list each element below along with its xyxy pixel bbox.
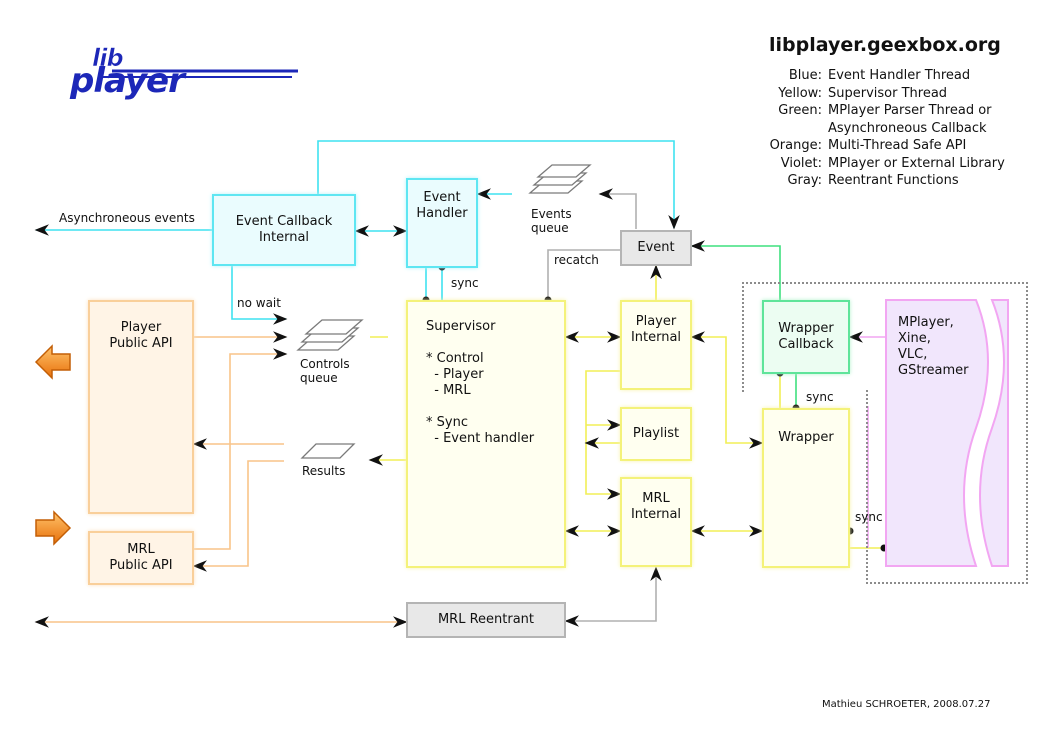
controls-queue-label: Controls queue: [300, 357, 350, 385]
legend-color-label: Orange:: [769, 138, 822, 153]
queue-label-line: queue: [300, 371, 338, 385]
legend-row: Orange: Multi-Thread Safe API: [742, 137, 1005, 155]
events-queue-icon: [528, 164, 592, 194]
event-callback-internal-box: Event Callback Internal: [212, 194, 356, 266]
sync-handler-label: sync: [451, 276, 479, 290]
box-line: [426, 335, 564, 351]
mrl-public-api-box: MRL Public API: [88, 531, 194, 585]
box-line: Internal: [630, 330, 682, 345]
box-line: Playlist: [632, 426, 680, 441]
box-line: Wrapper: [778, 321, 834, 336]
box-line: Supervisor: [426, 319, 496, 334]
supervisor-box: Supervisor * Control - Player - MRL * Sy…: [406, 300, 566, 568]
playlist-box: Playlist: [620, 407, 692, 461]
box-line: Player: [120, 320, 162, 335]
box-line: VLC,: [898, 347, 928, 362]
box-line: [426, 399, 564, 415]
box-line: Xine,: [898, 331, 931, 346]
box-line: Callback: [778, 337, 834, 352]
legend-row: Green: MPlayer Parser Thread or: [742, 102, 1005, 120]
legend-description: Event Handler Thread: [828, 68, 971, 83]
legend-color-label: Green:: [778, 103, 822, 118]
sync-library-label: sync: [855, 510, 883, 524]
wrapper-box: Wrapper: [762, 408, 850, 568]
box-line: - Event handler: [426, 431, 535, 446]
box-line: Event Callback: [235, 214, 333, 229]
mrl-reentrant-box: MRL Reentrant: [406, 602, 566, 638]
page-title: libplayer.geexbox.org: [769, 34, 1001, 56]
event-box: Event: [620, 230, 692, 266]
box-line: Public API: [109, 558, 173, 573]
right-arrow-icon: [35, 510, 72, 546]
legend-color-label: Gray:: [787, 173, 822, 188]
legend-description: Supervisor Thread: [828, 85, 948, 101]
player-public-api-box: Player Public API: [88, 300, 194, 514]
wrapper-boundary-lower: [866, 390, 1028, 584]
box-line: Wrapper: [778, 430, 834, 445]
queue-label-line: Controls: [300, 357, 350, 371]
legend-description: Reentrant Functions: [828, 173, 959, 188]
library-bracket-shape: [885, 299, 1009, 567]
sync-wrapper-label: sync: [806, 390, 834, 404]
box-line: Event: [637, 240, 675, 255]
legend: Blue: Event Handler Thread Yellow: Supervi…: [742, 67, 1005, 190]
player-internal-box: Player Internal: [620, 300, 692, 390]
queue-label-line: Events: [531, 207, 572, 221]
orange-connections: [34, 331, 408, 628]
legend-color-label: Violet:: [780, 155, 822, 171]
box-line: Public API: [109, 336, 173, 351]
libplayer-logo: lib player: [69, 44, 298, 101]
box-line: - MRL: [426, 383, 471, 398]
legend-row: Violet: MPlayer or External Library: [742, 155, 1005, 173]
queue-label-line: queue: [531, 221, 569, 235]
wrapper-callback-box: Wrapper Callback: [762, 300, 850, 374]
legend-row: Blue: Event Handler Thread: [742, 67, 1005, 85]
no-wait-label: no wait: [237, 296, 281, 310]
box-line: Player: [635, 314, 677, 329]
legend-row: Gray: Reentrant Functions: [742, 172, 1005, 190]
logo-player-text: player: [69, 61, 187, 101]
yellow-connections: [368, 264, 884, 549]
blue-connections: [34, 140, 680, 325]
credit-text: Mathieu SCHROETER, 2008.07.27: [822, 699, 991, 710]
box-line: * Sync: [426, 415, 468, 430]
event-handler-box: Event Handler: [406, 178, 478, 268]
recatch-label: recatch: [554, 253, 599, 267]
violet-connections: [848, 331, 886, 548]
legend-row: Asynchroneous Callback: [742, 120, 1005, 138]
legend-color-label: Yellow:: [778, 85, 822, 101]
legend-description: Multi-Thread Safe API: [828, 138, 967, 153]
legend-description: MPlayer or External Library: [828, 155, 1005, 171]
mrl-internal-box: MRL Internal: [620, 477, 692, 567]
legend-row: Yellow: Supervisor Thread: [742, 85, 1005, 103]
legend-description: MPlayer Parser Thread or: [828, 103, 992, 118]
legend-description: Asynchroneous Callback: [828, 120, 987, 136]
box-line: Internal: [258, 230, 310, 245]
queue-label-line: Results: [302, 464, 346, 478]
results-label: Results: [302, 464, 345, 478]
box-line: GStreamer: [898, 363, 969, 378]
events-queue-label: Events queue: [531, 207, 572, 235]
box-line: Handler: [416, 206, 468, 221]
external-library-label: MPlayer, Xine, VLC, GStreamer: [898, 315, 978, 379]
box-line: * Control: [426, 351, 484, 366]
legend-color-label: Blue:: [788, 68, 822, 83]
async-events-label: Asynchroneous events: [59, 211, 195, 225]
box-line: Event: [423, 190, 461, 205]
gray-connections: [547, 188, 662, 627]
logo-lib-text: lib: [92, 44, 123, 72]
wrapper-boundary: [742, 282, 1028, 392]
box-line: MPlayer,: [898, 315, 954, 330]
legend-color-label: [742, 120, 822, 138]
box-line: MRL: [642, 491, 670, 506]
box-line: MRL: [127, 542, 155, 557]
box-line: - Player: [426, 367, 484, 382]
results-icon: [300, 443, 356, 459]
box-line: Internal: [630, 507, 682, 522]
controls-queue-icon: [296, 319, 364, 351]
box-line: MRL Reentrant: [437, 612, 535, 627]
left-arrow-icon: [34, 344, 71, 380]
